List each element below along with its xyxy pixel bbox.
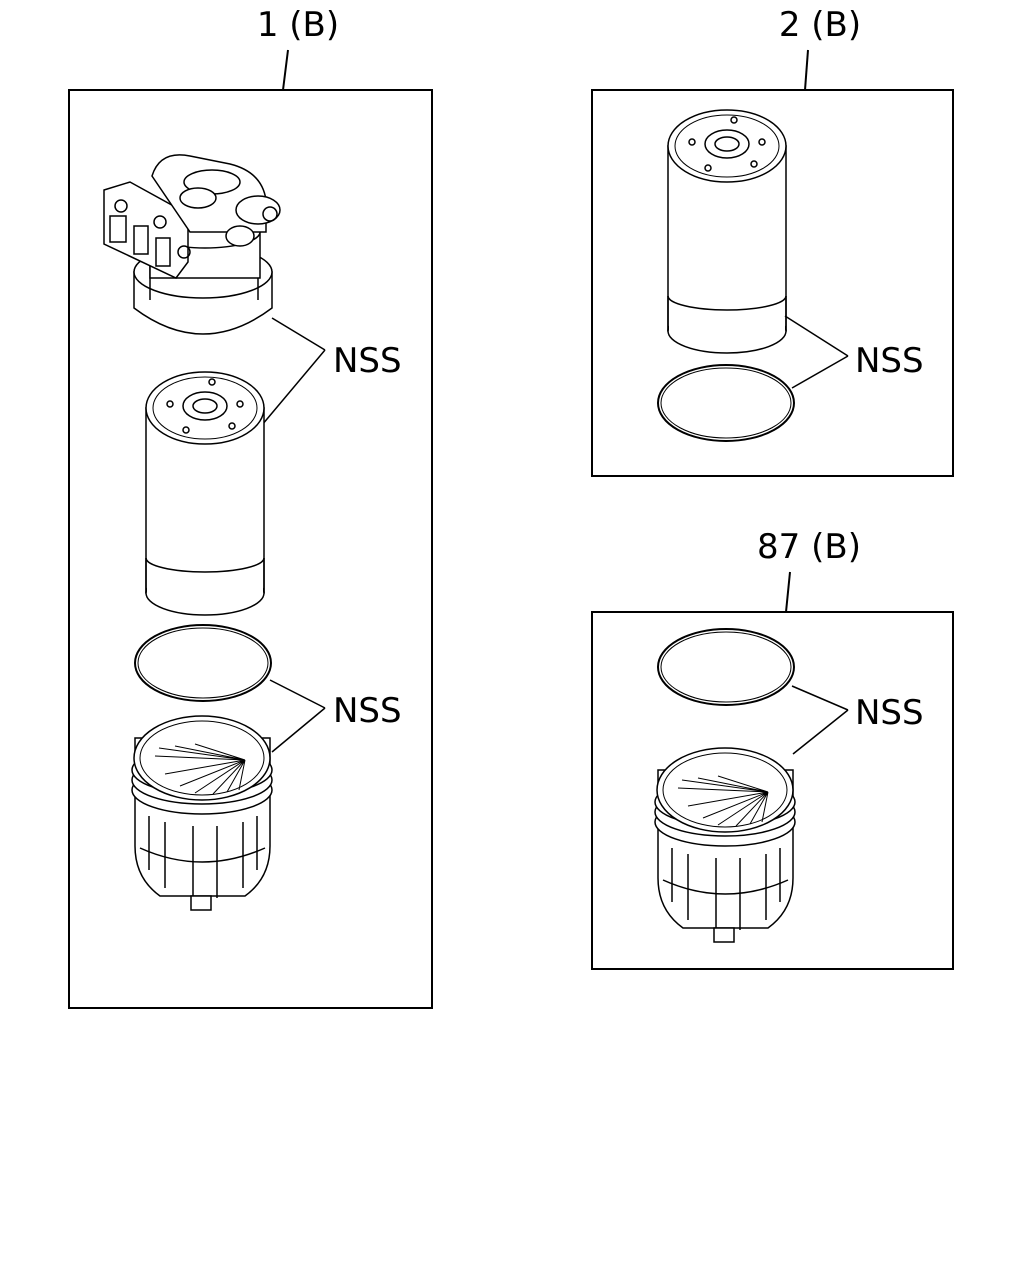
group-87-label: 87 (B) xyxy=(757,527,861,567)
group-1-panel xyxy=(68,89,433,1009)
sedimenter-bowl-part-1 xyxy=(131,715,273,911)
group-2-assembly: 2 (B) NSS xyxy=(591,5,954,477)
group-87-assembly: 87 (B) NSS xyxy=(591,527,954,970)
sedimenter-bowl-part-87 xyxy=(654,747,796,943)
group-2-label: 2 (B) xyxy=(779,5,861,45)
group-2-panel xyxy=(591,89,954,477)
callout-1-head-label: NSS xyxy=(333,341,402,381)
group-1-assembly: 1 (B) NSS xyxy=(68,5,433,1009)
bowl-oring-part-1 xyxy=(134,624,272,702)
callout-87-label: NSS xyxy=(855,693,924,733)
group-1-label: 1 (B) xyxy=(257,5,339,45)
filter-cartridge-part-1 xyxy=(145,371,265,616)
filter-head-part xyxy=(103,154,281,335)
callout-1-bowl-label: NSS xyxy=(333,691,402,731)
oring-part-2 xyxy=(657,364,795,442)
callout-2-label: NSS xyxy=(855,341,924,381)
bowl-oring-part-87 xyxy=(657,628,795,706)
group-87-panel xyxy=(591,611,954,970)
filter-cartridge-part-2 xyxy=(667,109,787,354)
